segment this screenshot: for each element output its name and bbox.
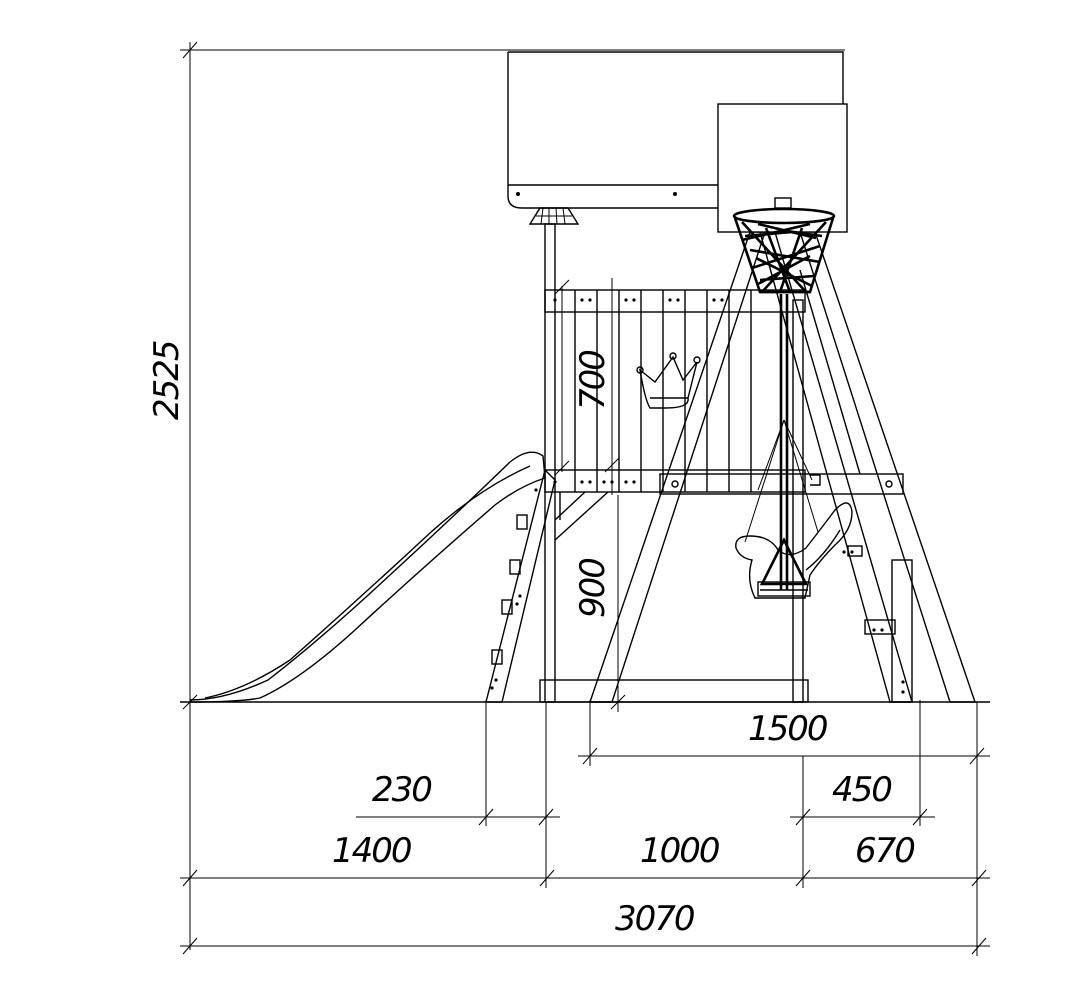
dim-slide-length: 1400: [332, 831, 411, 871]
dim-right-offset: 450: [832, 770, 891, 810]
swing-a-frame: [589, 231, 976, 703]
roof-panel: [507, 51, 844, 209]
dim-right-width: 670: [855, 831, 914, 871]
basketball-net: [732, 207, 836, 294]
crown-icon: [636, 352, 701, 409]
bell-ornament: [528, 207, 580, 225]
baby-seat-swing: [735, 419, 853, 599]
dim-tower-width: 1000: [640, 831, 719, 871]
dim-slide-offset: 230: [372, 770, 431, 810]
dim-deck-height: 900: [573, 559, 613, 618]
dim-wall-height: 700: [573, 351, 613, 410]
swing-rope: [779, 294, 789, 590]
trapeze-swing: [757, 537, 811, 597]
slide: [189, 451, 556, 703]
dimension-lines: [180, 41, 990, 956]
dim-swing-span: 1500: [748, 709, 827, 749]
dim-total-width: 3070: [615, 899, 694, 939]
dim-total-height: 2525: [147, 341, 187, 420]
dimension-labels: 2525 700 900 1500 230 450 1400 1000 670 …: [147, 341, 916, 939]
basketball-backboard: [717, 103, 848, 233]
